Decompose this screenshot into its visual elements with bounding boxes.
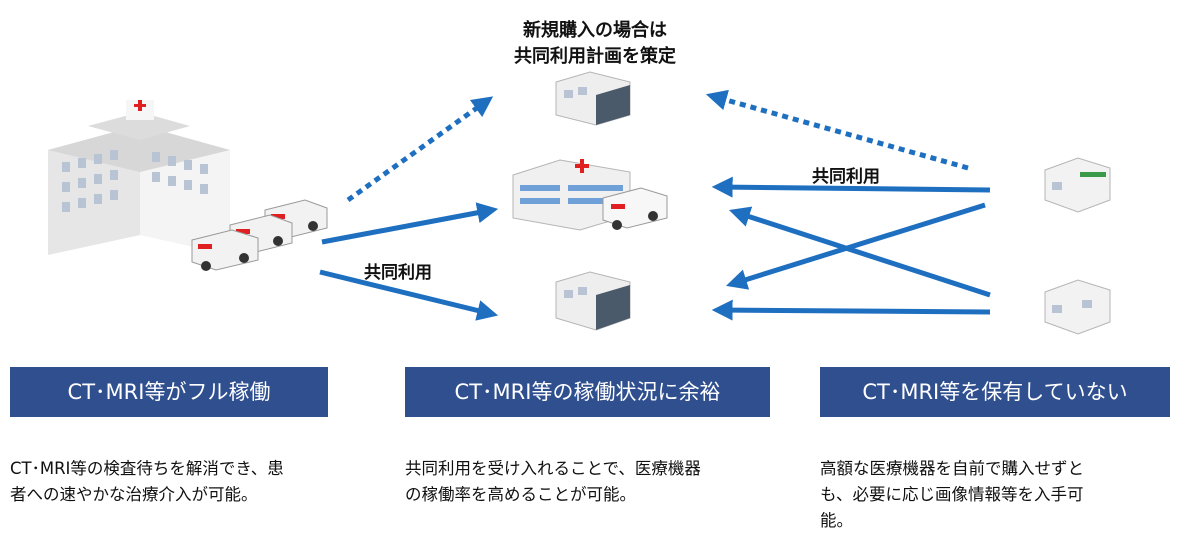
banner-center: CT･MRI等の稼働状況に余裕 (405, 367, 770, 417)
top-caption-line1: 新規購入の場合は (523, 20, 667, 41)
arrow-right-top-to-hospital (711, 176, 991, 198)
top-caption: 新規購入の場合は 共同利用計画を策定 (480, 18, 710, 70)
description-center-line1: 共同利用を受け入れることで、医療機器 (405, 459, 701, 478)
arrow-right-top-to-clinic (725, 202, 986, 290)
arrow-right-bottom-to-hospital (729, 206, 991, 298)
shared-use-label-left: 共同利用 (364, 263, 432, 283)
description-left-line2: 者への速やかな治療介入が可能。 (10, 485, 258, 504)
arrow-right-bottom-to-clinic (711, 299, 991, 321)
arrow-shared-to-clinic (319, 269, 499, 321)
top-caption-line2: 共同利用計画を策定 (514, 46, 676, 67)
arrow-shared-to-hospital (321, 202, 499, 245)
small-clinic-icon (1044, 279, 1111, 335)
hospital-icon (512, 159, 668, 231)
banner-right: CT･MRI等を保有していない (820, 367, 1170, 417)
small-clinic-icon (1044, 157, 1111, 213)
large-hospital-icon (48, 100, 230, 255)
clinic-icon (555, 71, 631, 126)
description-right-line3: 能。 (820, 511, 853, 530)
clinic-icon (555, 271, 631, 331)
description-center-line2: の稼働率を高めることが可能。 (405, 485, 636, 504)
arrows (319, 89, 991, 321)
description-right-line1: 高額な医療機器を自前で購入せずと (820, 459, 1084, 478)
arrow-new-purchase-left (346, 96, 494, 203)
description-center: 共同利用を受け入れることで、医療機器 の稼働率を高めることが可能。 (405, 456, 775, 508)
description-left-line1: CT･MRI等の検査待ちを解消でき、患 (10, 459, 284, 478)
shared-use-label-right: 共同利用 (812, 167, 880, 187)
description-right: 高額な医療機器を自前で購入せずと も、必要に応じ画像情報等を入手可 能。 (820, 456, 1170, 534)
banner-left: CT･MRI等がフル稼働 (10, 367, 328, 417)
description-right-line2: も、必要に応じ画像情報等を入手可 (820, 485, 1084, 504)
arrow-new-purchase-right (705, 89, 969, 171)
description-left: CT･MRI等の検査待ちを解消でき、患 者への速やかな治療介入が可能。 (10, 456, 350, 508)
ambulance-icon (191, 199, 328, 271)
